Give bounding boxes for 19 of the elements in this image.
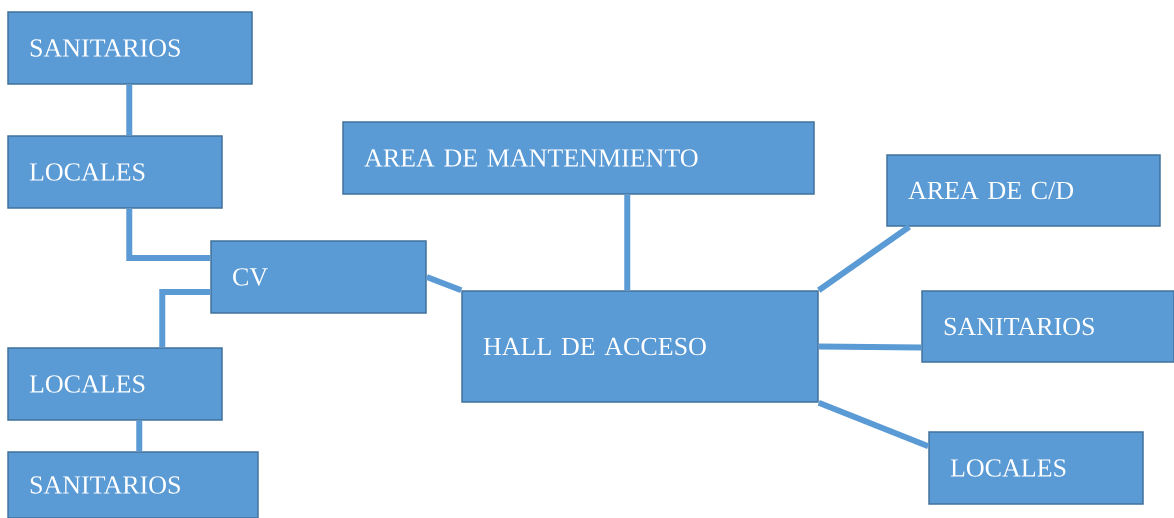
label-box: HALL DE ACCESO: [461, 290, 819, 403]
connector-line: [136, 420, 143, 452]
connector-line: [817, 399, 930, 450]
label-box: LOCALES: [7, 347, 223, 421]
connector-line: [126, 208, 211, 261]
connector-line: [425, 274, 463, 294]
label-box: SANITARIOS: [7, 451, 259, 518]
connector-line: [624, 194, 631, 291]
connector-line: [159, 289, 211, 348]
label-box: SANITARIOS: [7, 11, 253, 85]
label-box: LOCALES: [928, 431, 1144, 505]
label-box: CV: [210, 240, 427, 314]
connector-line: [817, 224, 911, 293]
label-box: AREA DE C/D: [886, 154, 1161, 227]
connector-line: [126, 84, 133, 136]
label-box: LOCALES: [7, 135, 223, 209]
label-box: AREA DE MANTENMIENTO: [342, 121, 815, 195]
label-box: SANITARIOS: [921, 290, 1174, 363]
connector-line: [818, 343, 922, 351]
